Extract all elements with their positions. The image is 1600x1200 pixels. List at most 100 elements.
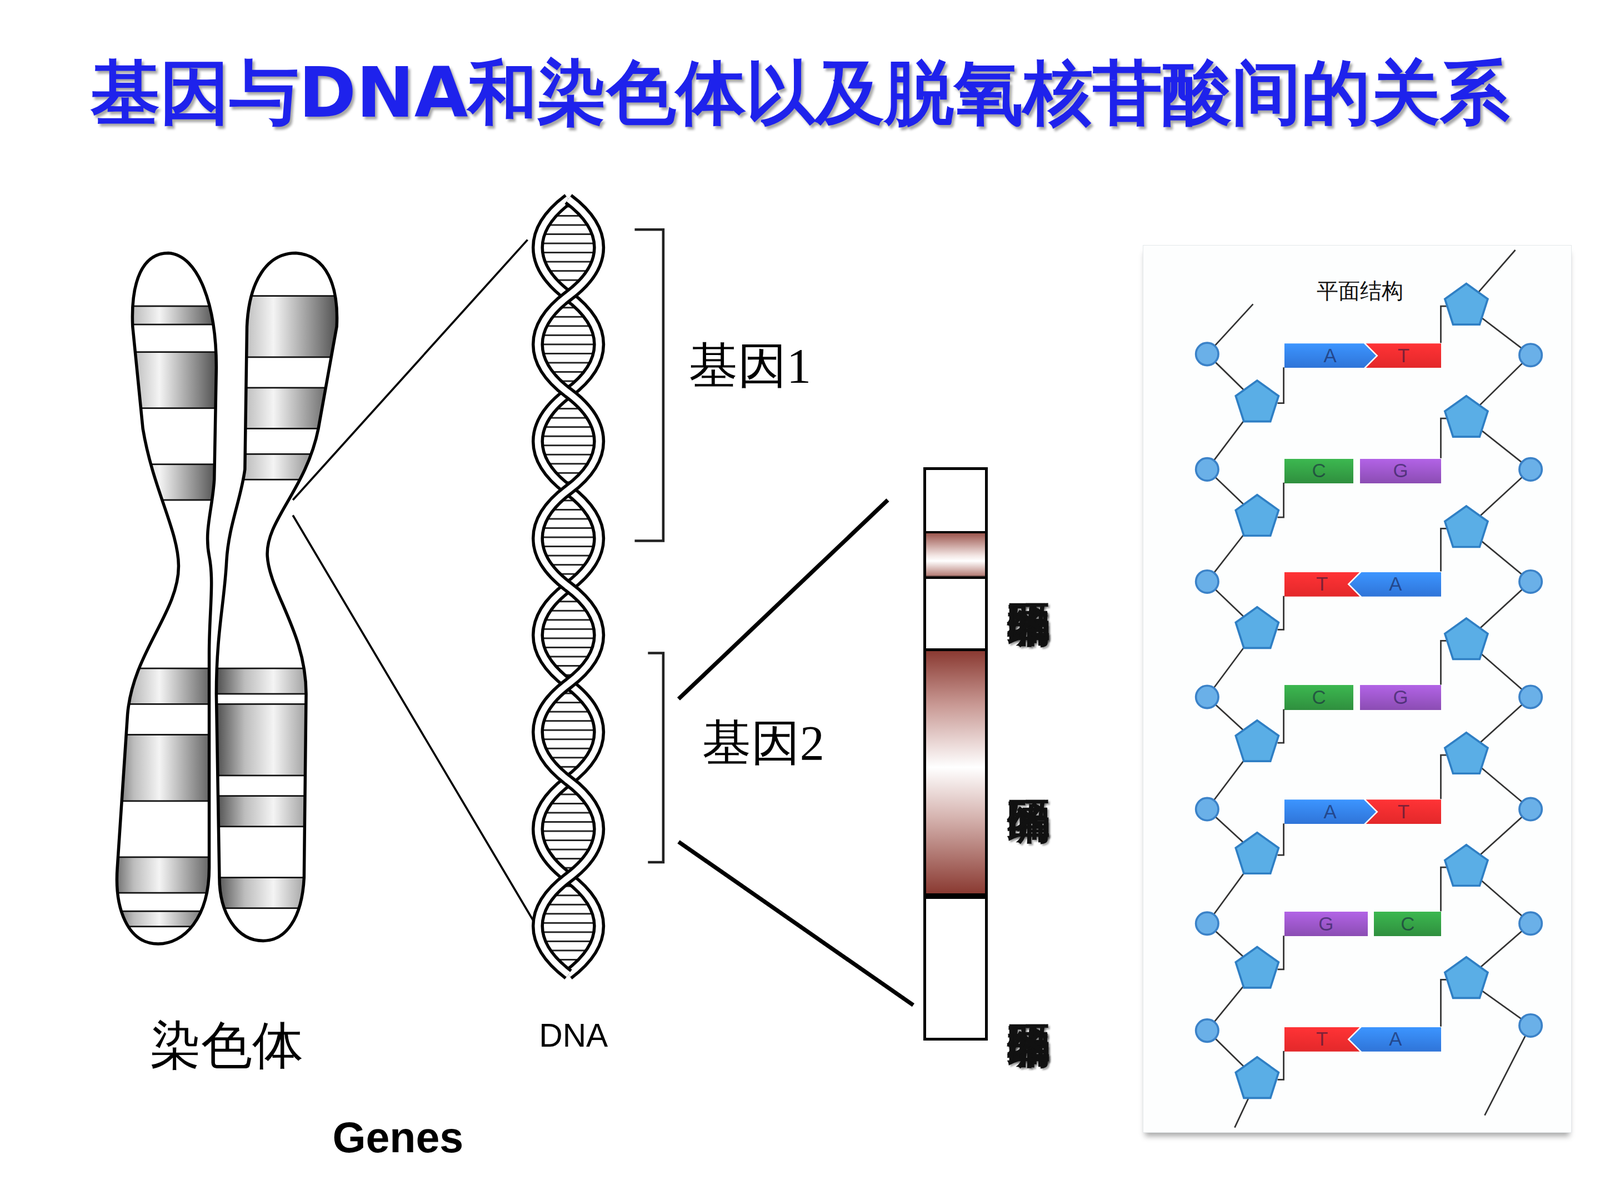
deoxyribose bbox=[1445, 845, 1488, 886]
phosphate bbox=[1519, 797, 1542, 820]
base-letter: T bbox=[1316, 574, 1328, 594]
deoxyribose bbox=[1235, 607, 1279, 648]
chromosome-band bbox=[102, 464, 230, 500]
base-letter: T bbox=[1316, 1029, 1328, 1049]
base-letter: A bbox=[1388, 574, 1402, 594]
phosphate bbox=[1196, 1019, 1219, 1042]
deoxyribose bbox=[1445, 957, 1488, 998]
deoxyribose bbox=[1235, 495, 1279, 536]
noncoding-region: 非编码区 bbox=[923, 896, 988, 1042]
phosphate bbox=[1196, 570, 1219, 593]
chromosome-band bbox=[102, 734, 230, 801]
base-letter: A bbox=[1323, 346, 1337, 366]
backbone-line bbox=[1207, 303, 1258, 1128]
phosphate-group bbox=[1196, 342, 1543, 1042]
base-letter: A bbox=[1323, 802, 1337, 822]
base-letter: G bbox=[1392, 687, 1408, 708]
chromatid bbox=[216, 253, 337, 942]
deoxyribose bbox=[1445, 618, 1488, 659]
nucleotide-base: A bbox=[1284, 343, 1377, 368]
helix-strand bbox=[537, 198, 599, 975]
chromosome-band bbox=[209, 453, 353, 480]
zoom-line bbox=[292, 240, 528, 500]
phosphate bbox=[1519, 343, 1542, 367]
chromosome-band bbox=[209, 387, 353, 429]
base-letter: C bbox=[1400, 914, 1415, 934]
nucleotide-base: A bbox=[1349, 572, 1442, 597]
chromosome-band bbox=[209, 703, 353, 776]
deoxyribose bbox=[1235, 832, 1279, 874]
gene-label: 基因1 bbox=[688, 340, 812, 390]
phosphate bbox=[1196, 342, 1219, 365]
helix-strand bbox=[537, 198, 599, 975]
zoom-line bbox=[292, 515, 559, 965]
deoxyribose bbox=[1445, 506, 1488, 547]
nucleotide-base: A bbox=[1284, 799, 1377, 824]
base-letter: T bbox=[1397, 346, 1410, 366]
deoxyribose bbox=[1445, 283, 1488, 325]
nucleotide-base: T bbox=[1366, 799, 1442, 824]
chromosome-band bbox=[209, 668, 353, 694]
dna-backbone bbox=[1196, 250, 1543, 1128]
nucleotide-base: T bbox=[1284, 572, 1360, 597]
nucleotide-base: A bbox=[1349, 1027, 1442, 1052]
base-letter: C bbox=[1311, 461, 1326, 481]
base-letter: G bbox=[1392, 461, 1408, 481]
base-letter: A bbox=[1388, 1029, 1402, 1049]
chromosome-band bbox=[102, 306, 230, 325]
chromosome-band bbox=[209, 796, 353, 827]
chromosome-band bbox=[209, 296, 353, 358]
deoxyribose bbox=[1445, 396, 1488, 437]
nucleotide-base: G bbox=[1360, 685, 1442, 710]
helix-strand bbox=[537, 198, 599, 975]
chromosome-band bbox=[102, 911, 230, 927]
coding-region: 编码区 bbox=[923, 651, 988, 897]
deoxyribose bbox=[1235, 720, 1279, 762]
deoxyribose bbox=[1445, 732, 1488, 774]
chromosome-bands bbox=[209, 296, 353, 909]
base-link-line bbox=[1277, 367, 1284, 1080]
caption-label: Genes bbox=[332, 1116, 464, 1159]
chromosome-bands bbox=[102, 306, 230, 927]
deoxyribose bbox=[1235, 380, 1279, 422]
deoxyribose bbox=[1235, 1057, 1279, 1098]
zoom-line bbox=[678, 841, 913, 1005]
chromosome-band bbox=[102, 668, 230, 704]
nucleotide-base: T bbox=[1366, 343, 1442, 368]
phosphate bbox=[1196, 685, 1219, 708]
nucleotide-base: T bbox=[1284, 1027, 1360, 1052]
chromosome-drawing bbox=[102, 253, 353, 944]
chromosome-label: 染色体 bbox=[150, 1020, 304, 1072]
nucleotide-base: C bbox=[1373, 911, 1442, 937]
gene-bracket bbox=[647, 653, 664, 863]
base-letter: T bbox=[1397, 802, 1410, 822]
panel-title: 平面结构 bbox=[1316, 277, 1404, 306]
phosphate bbox=[1196, 797, 1219, 820]
helix-rungs bbox=[537, 198, 599, 975]
base-letter: G bbox=[1318, 914, 1334, 934]
phosphate bbox=[1519, 570, 1542, 593]
phosphate bbox=[1519, 458, 1542, 481]
base-letter: C bbox=[1311, 687, 1326, 708]
zoom-line bbox=[678, 500, 888, 699]
nucleotide-base: C bbox=[1284, 458, 1354, 484]
sugar-group bbox=[1235, 283, 1488, 1099]
phosphate bbox=[1519, 912, 1542, 935]
chromatid bbox=[116, 253, 217, 944]
gene-label: 基因2 bbox=[702, 718, 825, 768]
chromatid-outline bbox=[116, 253, 217, 944]
nucleotide-base: C bbox=[1284, 685, 1354, 710]
dna-helix bbox=[537, 198, 599, 975]
phosphate bbox=[1196, 912, 1219, 935]
planar-structure-panel: 平面结构 A T C G T A C G A T G C T A bbox=[1142, 245, 1572, 1133]
phosphate bbox=[1519, 1014, 1542, 1037]
chromosome-band bbox=[102, 352, 230, 409]
helix-strand bbox=[537, 198, 599, 975]
chromosome-band bbox=[102, 857, 230, 893]
phosphate bbox=[1196, 458, 1219, 481]
chromosome-band bbox=[209, 877, 353, 909]
noncoding-region: 非编码区 bbox=[923, 467, 988, 652]
nucleotide-base: G bbox=[1360, 458, 1442, 484]
deoxyribose bbox=[1235, 946, 1279, 988]
